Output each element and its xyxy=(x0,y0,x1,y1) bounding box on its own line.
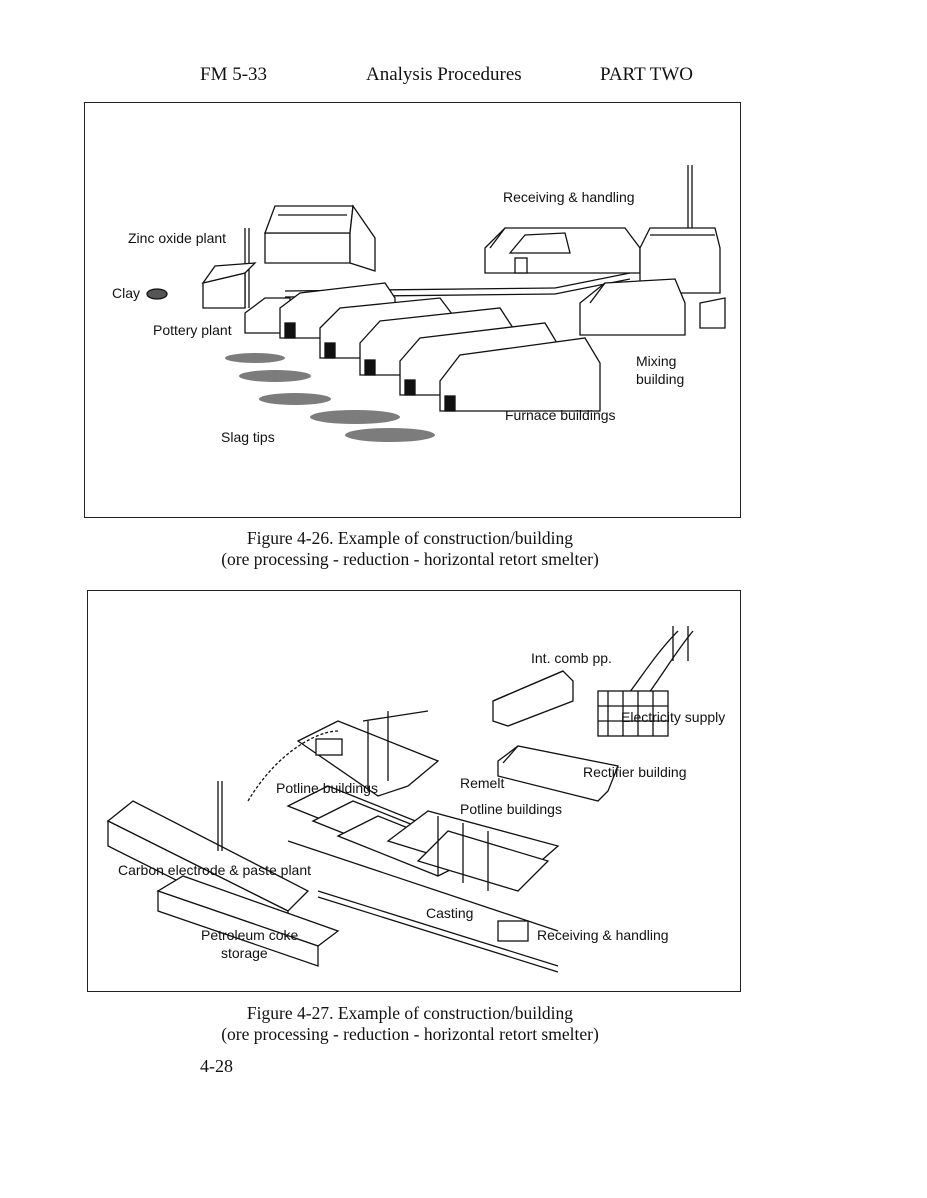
figure-4-26-frame: Receiving & handling Zinc oxide plant Cl… xyxy=(84,102,741,518)
label-mixing-building: building xyxy=(636,371,685,387)
label-int-comb-pp: Int. comb pp. xyxy=(531,650,612,666)
figure-4-26-illustration xyxy=(146,165,726,442)
figure-4-27-illustration xyxy=(106,626,694,973)
header-part: PART TWO xyxy=(600,64,694,85)
figure-4-26-caption-line1: Figure 4-26. Example of construction/bui… xyxy=(246,528,574,548)
label-remelt: Remelt xyxy=(460,775,505,791)
label-potline-buildings-left: Potline buildings xyxy=(276,780,378,796)
figure-4-26-caption-line2: (ore processing - reduction - horizontal… xyxy=(221,549,599,569)
label-furnace-buildings: Furnace buildings xyxy=(505,407,616,423)
label-carbon-electrode-paste-plant: Carbon electrode & paste plant xyxy=(118,862,312,878)
label-pottery-plant: Pottery plant xyxy=(153,322,232,338)
label-slag-tips: Slag tips xyxy=(221,429,275,445)
page-number: 4-28 xyxy=(200,1056,233,1076)
label-receiving-handling: Receiving & handling xyxy=(503,189,635,205)
label-receiving-handling-2: Receiving & handling xyxy=(537,927,669,943)
figure-4-27-caption-line2: (ore processing - reduction - horizontal… xyxy=(221,1024,599,1044)
label-rectifier-building: Rectifier building xyxy=(583,764,687,780)
label-potline-buildings-right: Potline buildings xyxy=(460,801,562,817)
label-electricity-supply: Electricity supply xyxy=(621,709,726,725)
figure-4-27-frame: Int. comb pp. Electricity supply Rectifi… xyxy=(87,590,741,992)
label-storage: storage xyxy=(221,945,268,961)
label-petroleum-coke: Petroleum coke xyxy=(201,927,299,943)
label-clay: Clay xyxy=(112,285,141,301)
label-casting: Casting xyxy=(426,905,474,921)
header-section-title: Analysis Procedures xyxy=(366,64,522,85)
header-form-number: FM 5-33 xyxy=(200,64,268,85)
label-mixing: Mixing xyxy=(636,353,677,369)
label-zinc-oxide-plant: Zinc oxide plant xyxy=(128,230,227,246)
figure-4-27-caption-line1: Figure 4-27. Example of construction/bui… xyxy=(246,1003,574,1023)
